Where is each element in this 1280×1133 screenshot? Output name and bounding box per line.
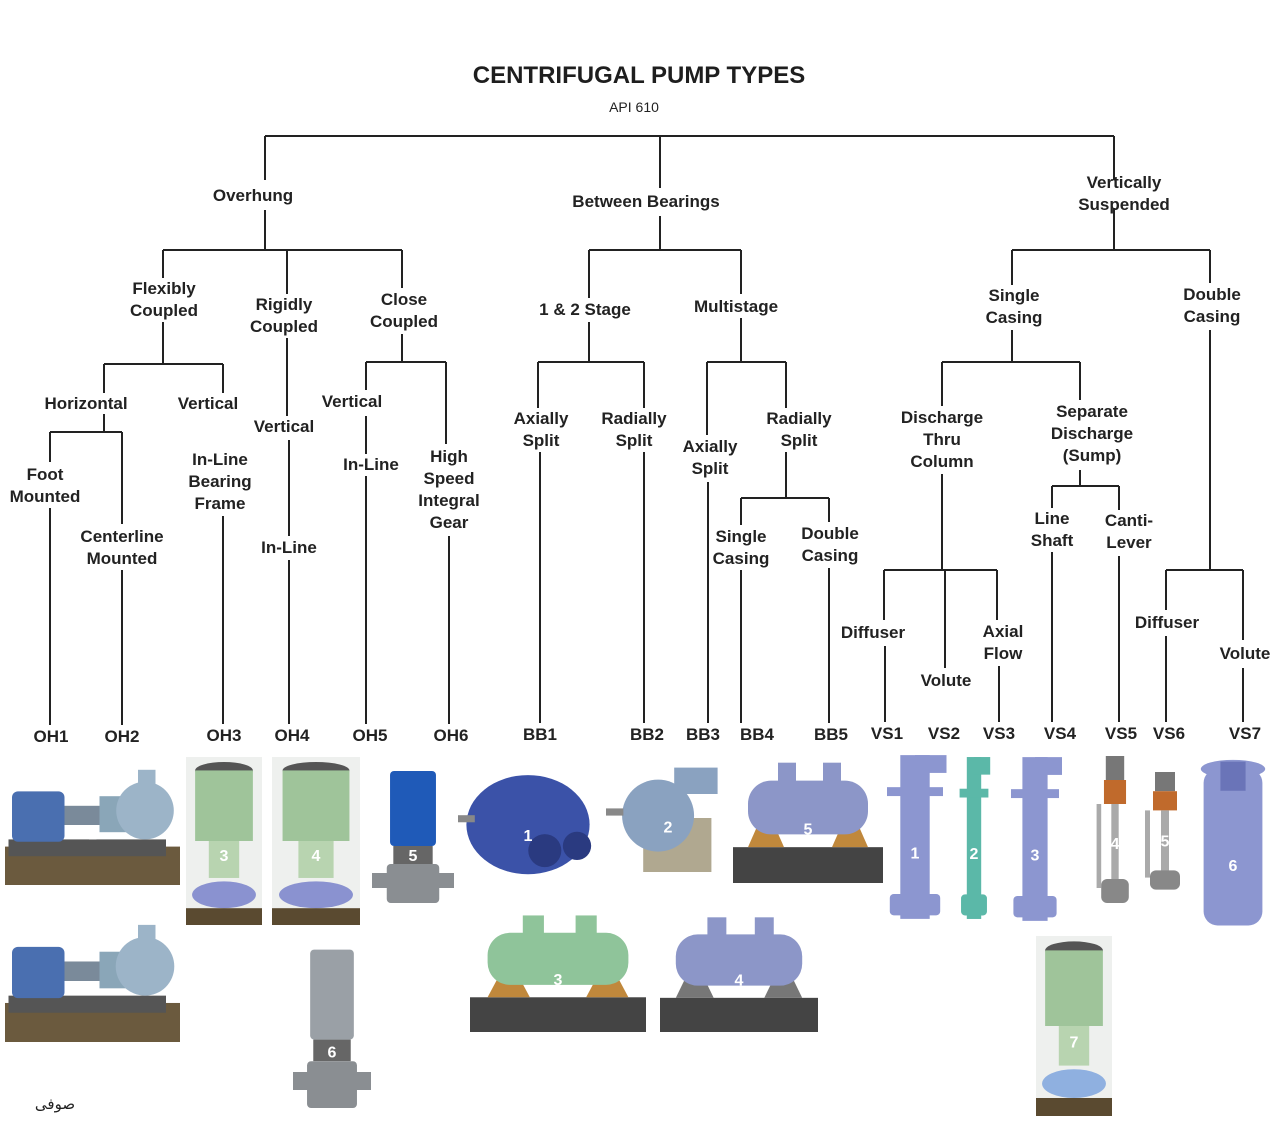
code-oh3: OH3: [206, 726, 242, 745]
bb4-pump-image: 4: [660, 910, 818, 1032]
node-inline-bearing-frame: In-Line Bearing Frame: [188, 450, 252, 513]
svg-text:1: 1: [911, 845, 920, 862]
code-oh6: OH6: [433, 726, 469, 745]
code-vs4: VS4: [1043, 724, 1077, 743]
code-vs6: VS6: [1152, 724, 1186, 743]
bb3-pump-image: 3: [470, 908, 646, 1032]
oh2-pump-image: 2: [5, 920, 180, 1042]
code-bb2: BB2: [629, 725, 665, 744]
svg-text:3: 3: [554, 972, 563, 989]
svg-text:1: 1: [88, 826, 97, 843]
code-bb5: BB5: [813, 725, 849, 744]
code-vs5: VS5: [1104, 724, 1138, 743]
vs7-pump-image: 7: [1036, 936, 1112, 1116]
watermark-signature: صوفی: [34, 1095, 76, 1113]
code-vs7: VS7: [1228, 724, 1262, 743]
svg-text:6: 6: [328, 1045, 337, 1062]
oh1-pump-image: 1: [5, 765, 180, 885]
code-oh2: OH2: [104, 727, 140, 746]
node-overhung: Overhung: [212, 186, 294, 205]
svg-text:2: 2: [88, 983, 97, 1000]
node-diffuser-vs6: Diffuser: [1134, 613, 1200, 632]
code-vs2: VS2: [927, 724, 961, 743]
bb5-pump-image: 5: [733, 755, 883, 883]
node-double-casing-bb: Double Casing: [801, 524, 859, 565]
node-double-casing-vs: Double Casing: [1183, 285, 1241, 326]
vs4-pump-image: 4: [1092, 756, 1138, 906]
code-oh4: OH4: [274, 726, 310, 745]
node-vertical-rc: Vertical: [253, 417, 315, 436]
vs6-pump-image: 6: [1198, 758, 1268, 940]
node-vertical-cc: Vertical: [321, 392, 383, 411]
code-vs3: VS3: [982, 724, 1016, 743]
svg-text:6: 6: [1229, 858, 1238, 875]
node-single-casing-vs: Single Casing: [985, 286, 1043, 327]
code-bb4: BB4: [739, 725, 775, 744]
svg-text:2: 2: [970, 846, 979, 863]
svg-text:7: 7: [1070, 1035, 1079, 1052]
node-centerline-mounted: Centerline Mounted: [80, 527, 164, 568]
node-close-coupled: Close Coupled: [370, 290, 438, 331]
svg-text:4: 4: [735, 973, 744, 990]
node-horizontal: Horizontal: [44, 394, 128, 413]
vs5-pump-image: 5: [1140, 772, 1190, 892]
node-diffuser-vs1: Diffuser: [840, 623, 906, 642]
svg-text:5: 5: [804, 821, 813, 838]
node-high-speed-integral-gear: High Speed Integral Gear: [418, 447, 480, 532]
svg-text:4: 4: [1111, 836, 1120, 853]
node-axially-split-12: Axially Split: [513, 409, 569, 450]
node-foot-mounted: Foot Mounted: [9, 465, 81, 506]
code-oh5: OH5: [352, 726, 388, 745]
node-separate-discharge: Separate Discharge (Sump): [1050, 402, 1134, 465]
node-inline-rc: In-Line: [261, 538, 317, 557]
oh5-pump-image: 5: [372, 768, 454, 918]
svg-text:1: 1: [524, 828, 533, 845]
node-volute-vs2: Volute: [920, 671, 972, 690]
diagram-title: CENTRIFUGAL PUMP TYPES: [472, 62, 806, 89]
node-discharge-thru-column: Discharge Thru Column: [900, 408, 984, 471]
code-oh1: OH1: [33, 727, 69, 746]
node-radially-split-ms: Radially Split: [766, 409, 832, 450]
node-vertically-suspended: Vertically Suspended: [1078, 173, 1170, 214]
bb2-pump-image: 2: [606, 758, 730, 878]
node-volute-vs7: Volute: [1219, 644, 1271, 663]
node-between-bearings: Between Bearings: [572, 192, 720, 211]
code-vs1: VS1: [870, 724, 904, 743]
svg-text:4: 4: [312, 848, 321, 865]
vs1-pump-image: 1: [880, 748, 950, 926]
oh3-pump-image: 3: [186, 757, 262, 925]
node-inline-cc: In-Line: [343, 455, 399, 474]
vs3-pump-image: 3: [1005, 750, 1065, 928]
node-axial-flow: Axial Flow: [982, 622, 1024, 663]
code-bb3: BB3: [685, 725, 721, 744]
svg-text:3: 3: [220, 848, 229, 865]
svg-text:5: 5: [1161, 833, 1170, 850]
node-1-2-stage: 1 & 2 Stage: [539, 300, 631, 319]
node-line-shaft: Line Shaft: [1030, 509, 1074, 550]
node-vertical-fc: Vertical: [177, 394, 239, 413]
bb1-pump-image: 1: [458, 768, 598, 886]
svg-text:2: 2: [664, 819, 673, 836]
code-bb1: BB1: [522, 725, 558, 744]
diagram-subtitle: API 610: [609, 99, 659, 115]
node-multistage: Multistage: [693, 297, 779, 316]
node-radially-split-12: Radially Split: [601, 409, 667, 450]
node-axially-split-ms: Axially Split: [682, 437, 738, 478]
node-single-casing-bb: Single Casing: [712, 527, 770, 568]
svg-text:3: 3: [1031, 847, 1040, 864]
svg-text:5: 5: [409, 848, 418, 865]
node-rigidly-coupled: Rigidly Coupled: [250, 295, 318, 336]
oh6-pump-image: 6: [293, 946, 371, 1126]
node-canti-lever: Canti- Lever: [1104, 511, 1154, 552]
oh4-pump-image: 4: [272, 757, 360, 925]
vs2-pump-image: 2: [956, 750, 992, 926]
node-flexibly-coupled: Flexibly Coupled: [130, 279, 198, 320]
